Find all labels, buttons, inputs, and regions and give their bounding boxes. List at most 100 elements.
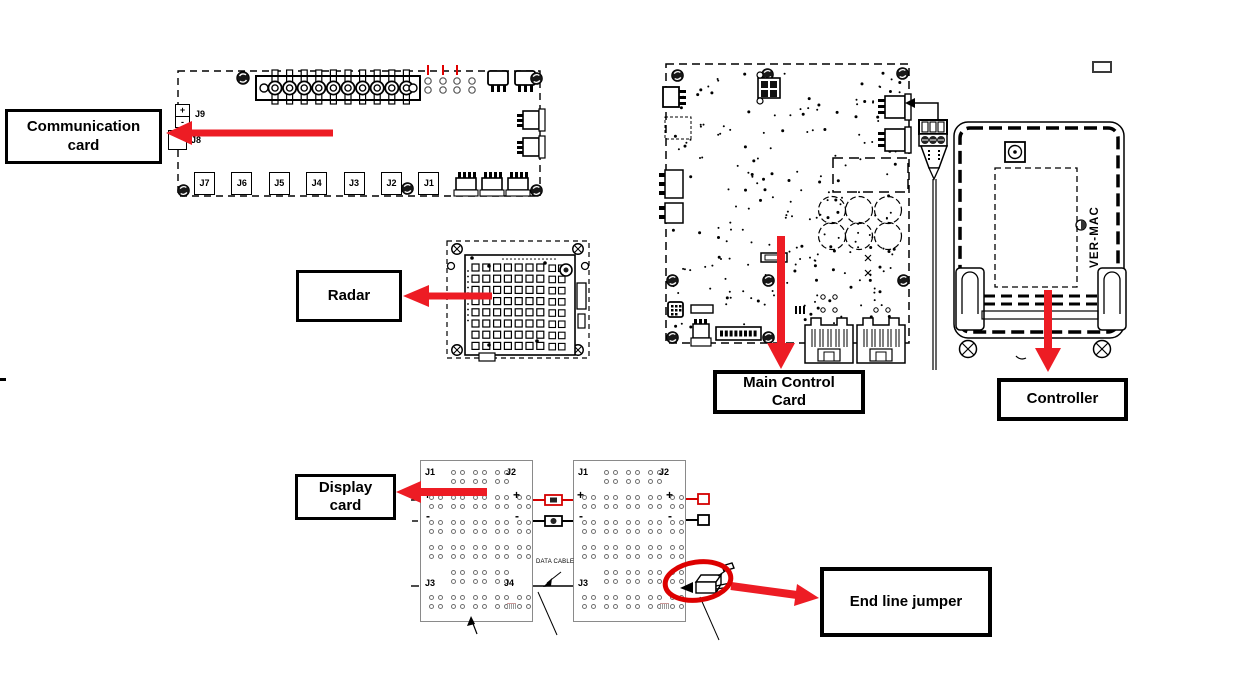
positive-wire-connector bbox=[544, 494, 563, 506]
led-hole bbox=[613, 504, 618, 509]
led-hole bbox=[495, 470, 500, 475]
connector-j4: J4 bbox=[306, 172, 328, 195]
arrowhead bbox=[396, 481, 421, 503]
decorative-arc bbox=[1015, 355, 1027, 360]
led-hole bbox=[482, 604, 487, 609]
led-hole bbox=[460, 529, 465, 534]
led-hole bbox=[604, 520, 609, 525]
led-hole bbox=[460, 604, 465, 609]
led-hole bbox=[517, 504, 522, 509]
led-hole bbox=[473, 495, 478, 500]
led-hole bbox=[429, 529, 434, 534]
stray-rect-mark bbox=[1092, 61, 1112, 73]
led-hole bbox=[582, 495, 587, 500]
led-hole bbox=[526, 529, 531, 534]
led-hole bbox=[626, 495, 631, 500]
led-hole bbox=[648, 604, 653, 609]
led-hole bbox=[495, 529, 500, 534]
led-hole bbox=[626, 554, 631, 559]
led-hole bbox=[517, 529, 522, 534]
led-hole bbox=[482, 504, 487, 509]
callout-end-line-jumper: End line jumper bbox=[820, 567, 992, 637]
top-screw bbox=[1004, 141, 1026, 163]
led-hole bbox=[604, 504, 609, 509]
mount-slot-right bbox=[1097, 267, 1127, 331]
arrowhead bbox=[794, 584, 819, 606]
display-card-label: Display card bbox=[318, 478, 373, 514]
led-hole bbox=[438, 545, 443, 550]
led-hole bbox=[626, 545, 631, 550]
led-hole bbox=[495, 504, 500, 509]
board-outline bbox=[665, 63, 910, 344]
callout-controller: Controller bbox=[997, 378, 1128, 421]
led-hole bbox=[526, 554, 531, 559]
led-hole bbox=[635, 554, 640, 559]
led-hole bbox=[648, 479, 653, 484]
led-hole bbox=[626, 520, 631, 525]
led-hole bbox=[657, 579, 662, 584]
led-hole bbox=[635, 495, 640, 500]
controller-cable bbox=[905, 98, 949, 370]
enclosure-outline bbox=[953, 121, 1125, 339]
led-hole bbox=[613, 570, 618, 575]
led-hole bbox=[626, 470, 631, 475]
led-hole bbox=[504, 595, 509, 600]
bottom-bar bbox=[981, 310, 1099, 320]
led-hole bbox=[495, 545, 500, 550]
led-hole bbox=[670, 545, 675, 550]
led-hole bbox=[604, 470, 609, 475]
led-hole bbox=[451, 520, 456, 525]
connector-j2: J2 bbox=[380, 172, 402, 195]
screw-icon bbox=[530, 72, 543, 85]
led-hole bbox=[473, 470, 478, 475]
controller-device: VER-MAC bbox=[953, 121, 1127, 360]
brand-text: VER-MAC bbox=[1089, 206, 1101, 268]
positive-wire-connector-core bbox=[550, 497, 557, 503]
radar-board bbox=[446, 240, 590, 362]
antenna-patch-grid bbox=[467, 258, 566, 351]
edge-dash-mark bbox=[0, 378, 6, 381]
jumper-body bbox=[694, 562, 735, 596]
left-edge-connectors bbox=[659, 86, 692, 224]
small-component bbox=[760, 252, 788, 263]
led-hole bbox=[657, 545, 662, 550]
connector-j8 bbox=[168, 130, 187, 150]
led-hole bbox=[495, 520, 500, 525]
led-hole bbox=[648, 504, 653, 509]
tiny-code-mark bbox=[507, 603, 516, 609]
led-hole bbox=[451, 479, 456, 484]
led-hole bbox=[482, 570, 487, 575]
screw-icon bbox=[451, 243, 463, 255]
screw-icon bbox=[671, 69, 684, 82]
bottom-screw-right bbox=[1092, 339, 1112, 359]
led-hole bbox=[582, 604, 587, 609]
mount-hole bbox=[580, 261, 590, 271]
led-hole bbox=[526, 520, 531, 525]
led-hole bbox=[591, 520, 596, 525]
led-hole bbox=[482, 529, 487, 534]
mount-hole bbox=[446, 261, 456, 271]
led-hole bbox=[438, 554, 443, 559]
led-hole bbox=[670, 520, 675, 525]
jumper-arrowhead bbox=[680, 582, 693, 593]
led-hole bbox=[460, 570, 465, 575]
led-hole bbox=[429, 595, 434, 600]
board-label-j3: J3 bbox=[425, 578, 436, 588]
led-hole bbox=[657, 520, 662, 525]
led-hole bbox=[438, 495, 443, 500]
led-hole bbox=[451, 495, 456, 500]
board-label-minus: - bbox=[579, 509, 583, 523]
led-hole bbox=[591, 529, 596, 534]
led-hole bbox=[482, 554, 487, 559]
led-hole bbox=[613, 470, 618, 475]
connector-j5: J5 bbox=[268, 172, 290, 195]
top-component bbox=[756, 71, 781, 105]
board-label-plus: + bbox=[577, 488, 585, 502]
led-hole bbox=[473, 545, 478, 550]
led-hole bbox=[657, 570, 662, 575]
led-hole bbox=[626, 479, 631, 484]
connector-j3: J3 bbox=[343, 172, 365, 195]
led-hole bbox=[613, 495, 618, 500]
led-hole bbox=[657, 470, 662, 475]
